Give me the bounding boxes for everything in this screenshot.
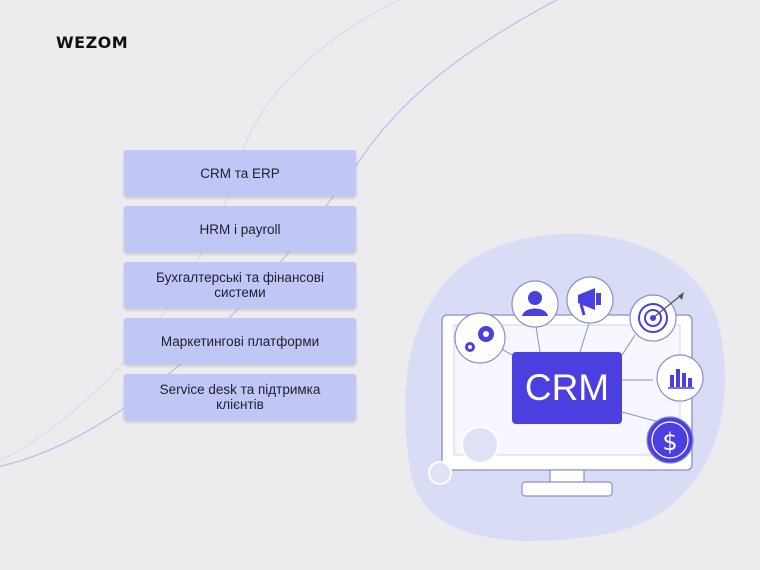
- megaphone-icon: [566, 276, 614, 324]
- gear-decoration: [428, 426, 499, 485]
- user-icon: [511, 280, 559, 328]
- gears-icon: [454, 312, 506, 364]
- integration-item-hrm-payroll: HRM і payroll: [124, 206, 356, 252]
- target-icon: [629, 292, 684, 342]
- integration-item-accounting: Бухгалтерські та фінансові системи: [124, 262, 356, 308]
- crm-illustration: CRM $: [405, 233, 725, 542]
- integration-item-crm-erp: CRM та ERP: [124, 150, 356, 196]
- bar-chart-icon: [656, 354, 704, 402]
- wezom-logo[interactable]: WEZOM: [56, 33, 129, 52]
- integration-item-marketing: Маркетингові платформи: [124, 318, 356, 364]
- integration-item-service-desk: Service desk та підтримка клієнтів: [124, 374, 356, 420]
- crm-screen-box: [512, 352, 622, 424]
- crm-screen-label: CRM: [525, 367, 609, 408]
- svg-text:$: $: [662, 428, 677, 456]
- integration-list: CRM та ERP HRM і payroll Бухгалтерські т…: [124, 150, 356, 430]
- dollar-icon: $: [646, 416, 694, 464]
- item-label: Маркетингові платформи: [160, 333, 320, 349]
- item-label: HRM і payroll: [199, 221, 281, 237]
- item-label: Бухгалтерські та фінансові системи: [156, 270, 324, 300]
- item-label: Service desk та підтримка клієнтів: [159, 382, 321, 412]
- item-label: CRM та ERP: [200, 165, 280, 181]
